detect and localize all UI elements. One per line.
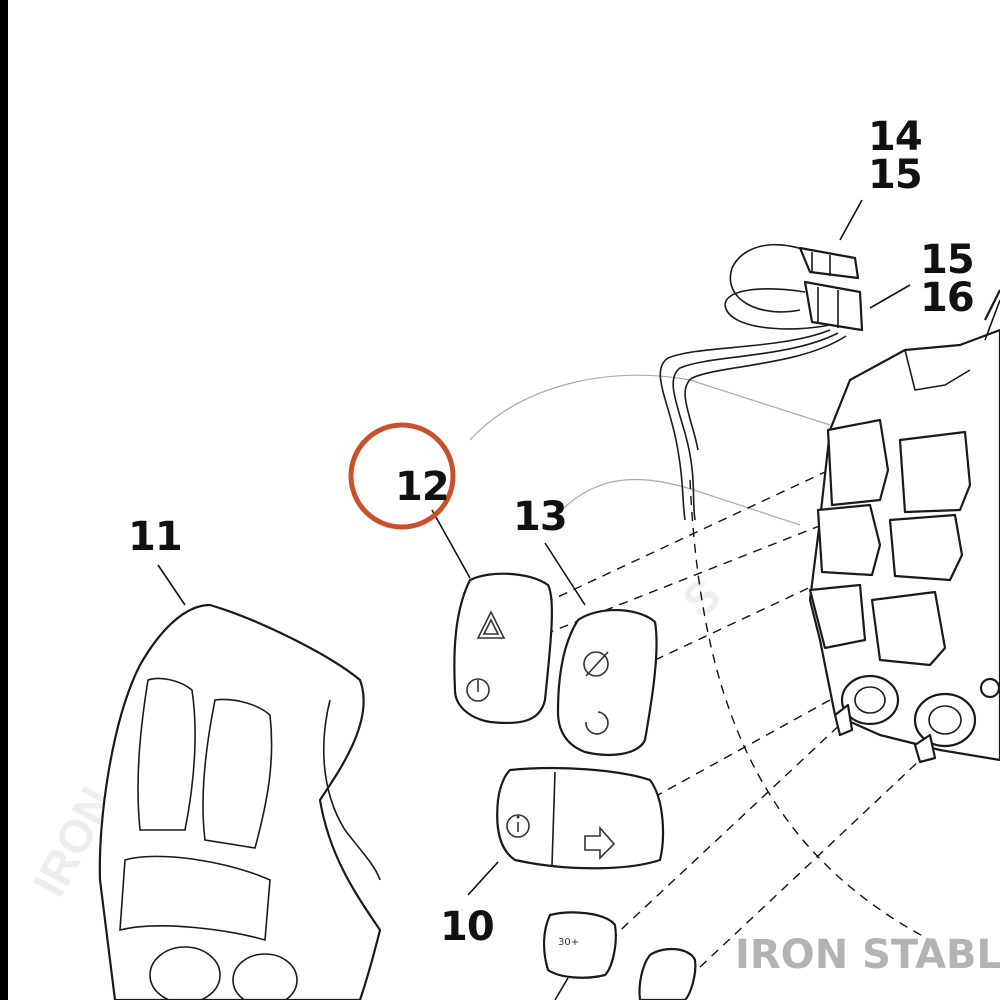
hazard-icon xyxy=(476,610,506,639)
callout-12: 12 xyxy=(395,464,449,510)
switch-cap-13 xyxy=(556,609,658,756)
wiring-harness xyxy=(659,243,847,521)
callout-14: 14 xyxy=(868,114,922,160)
guide-arc-upper xyxy=(469,374,831,441)
callout-16: 16 xyxy=(920,275,974,321)
callout-15-right: 15 xyxy=(920,237,974,283)
switch-housing-cover xyxy=(98,603,382,1000)
callout-10: 10 xyxy=(440,904,494,950)
switch-cap-12 xyxy=(453,572,553,725)
guide-arc-lower xyxy=(559,478,801,526)
switch-housing-assembly xyxy=(808,289,1000,764)
projection-lines xyxy=(529,464,931,1000)
connector-lower xyxy=(803,280,864,332)
callout-13: 13 xyxy=(513,494,567,540)
brand-watermark: IRON STABLE xyxy=(735,932,1000,978)
callout-15-top: 15 xyxy=(868,152,922,198)
cruise-icon xyxy=(583,651,609,677)
arrow-right-icon xyxy=(584,825,616,860)
leader-lines xyxy=(157,199,1000,1000)
power-icon xyxy=(466,678,490,702)
left-frame-edge xyxy=(0,0,8,1000)
resume-icon xyxy=(585,711,609,735)
callout-highlight-circle xyxy=(348,422,456,530)
svg-text:30+: 30+ xyxy=(558,937,579,948)
switch-cap-10 xyxy=(496,766,665,870)
small-cap-right xyxy=(638,947,697,1000)
info-icon xyxy=(506,814,530,838)
callout-11: 11 xyxy=(128,514,182,560)
small-cap-left: 30+ xyxy=(543,911,617,979)
connector-upper xyxy=(798,246,860,280)
